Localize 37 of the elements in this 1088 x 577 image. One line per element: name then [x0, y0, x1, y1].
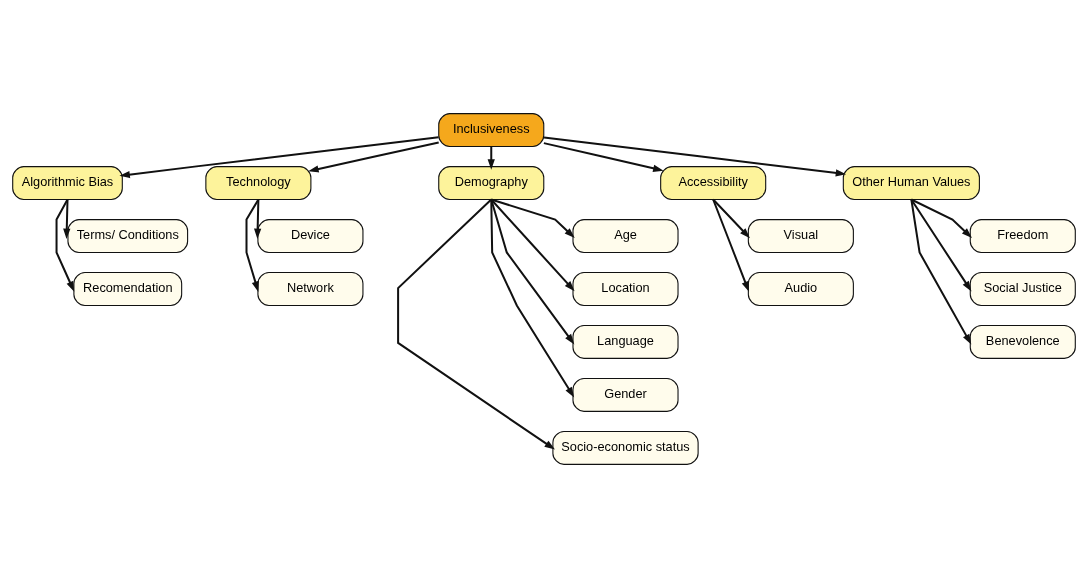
- arrow: [712, 198, 749, 292]
- arrow: [119, 135, 439, 178]
- arrow: [543, 135, 847, 177]
- node-box: Age: [572, 218, 679, 253]
- node-box: Algorithmic Bias: [12, 165, 123, 200]
- node-box: Demography: [438, 165, 545, 200]
- arrow: [490, 198, 575, 238]
- node-box: Accessibility: [660, 165, 767, 200]
- arrow: [712, 198, 750, 238]
- arrow: [910, 198, 973, 238]
- arrow: [543, 141, 664, 172]
- node-box: Freedom: [969, 218, 1076, 253]
- node-box: Gender: [572, 377, 679, 412]
- arrow: [245, 198, 260, 292]
- node-box: Device: [257, 218, 364, 253]
- arrow: [397, 198, 555, 450]
- arrow: [308, 141, 439, 173]
- node-box: Socio-economic status: [552, 430, 699, 465]
- node-box: Visual: [747, 218, 854, 253]
- node-box: Social Justice: [969, 271, 1076, 306]
- node-box: Audio: [747, 271, 854, 306]
- node-box: Network: [257, 271, 364, 306]
- node-box: Recomendation: [73, 271, 183, 306]
- arrow: [490, 198, 575, 291]
- node-box: Language: [572, 324, 679, 359]
- node-box: Benevolence: [969, 324, 1076, 359]
- arrow: [254, 198, 262, 239]
- arrow: [490, 199, 575, 398]
- node-box: Other Human Values: [842, 165, 980, 200]
- arrow: [490, 198, 575, 344]
- node-box: Location: [572, 271, 679, 306]
- arrow: [910, 198, 972, 345]
- node-box: Technology: [205, 165, 312, 200]
- arrow: [55, 198, 75, 292]
- node-box: Inclusiveness: [438, 112, 545, 147]
- node-box: Terms/ Conditions: [67, 218, 189, 253]
- arrow: [910, 198, 972, 292]
